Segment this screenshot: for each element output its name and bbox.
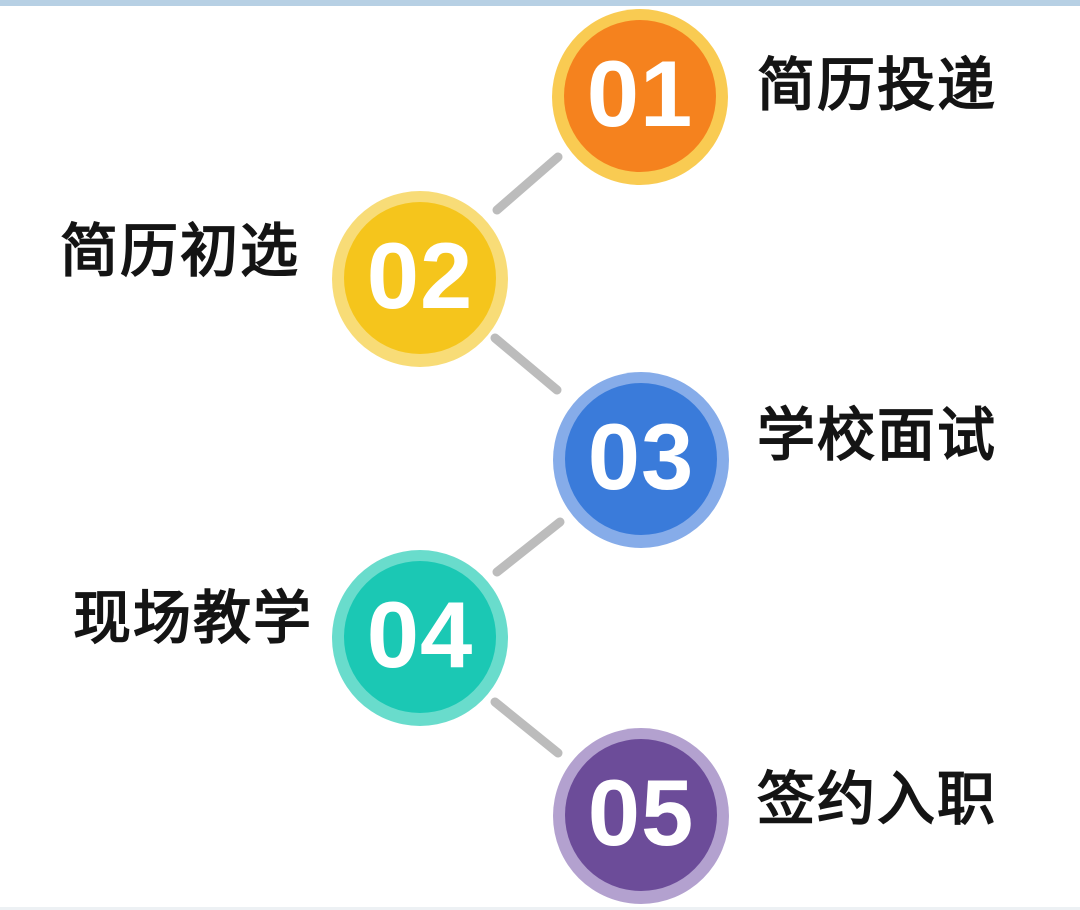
step-5-number: 05	[587, 760, 695, 865]
connector-step2-step3	[490, 333, 562, 395]
top-strip	[0, 0, 1080, 6]
step-1-label: 简历投递	[757, 53, 998, 118]
step-5-circle-inner: 05	[565, 739, 717, 891]
step-2-circle-inner: 02	[344, 202, 496, 354]
connector-step1-step2	[492, 152, 563, 215]
step-4-number: 04	[366, 582, 474, 687]
step-1-number: 01	[586, 41, 694, 146]
step-5-label: 签约入职	[757, 767, 998, 832]
step-4-circle-inner: 04	[344, 561, 496, 713]
step-1-circle: 01	[552, 9, 728, 185]
connector-step3-step4	[492, 517, 565, 577]
step-4-circle: 04	[332, 550, 508, 726]
step-2-label: 简历初选	[60, 219, 301, 284]
step-4-label: 现场教学	[73, 586, 314, 651]
step-2-number: 02	[366, 223, 474, 328]
step-3-circle-inner: 03	[565, 383, 717, 535]
step-1-circle-inner: 01	[564, 20, 716, 172]
step-5-circle: 05	[553, 728, 729, 904]
step-3-label: 学校面试	[757, 403, 998, 468]
step-3-circle: 03	[553, 372, 729, 548]
step-3-number: 03	[587, 404, 695, 509]
step-2-circle: 02	[332, 191, 508, 367]
bottom-edge-line	[0, 907, 1080, 910]
connector-step4-step5	[490, 697, 563, 758]
